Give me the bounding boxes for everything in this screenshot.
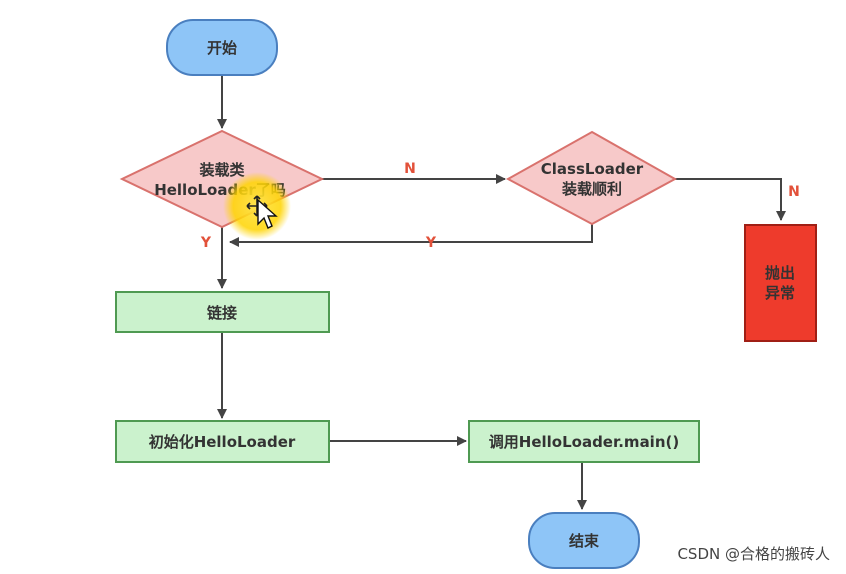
mouse-cursor-icon — [223, 172, 291, 240]
end-node: 结束 — [528, 512, 640, 569]
init-node: 初始化HelloLoader — [115, 420, 330, 463]
edge-classloader-y-back — [229, 224, 593, 247]
edge-label-n-throw: N — [788, 184, 800, 200]
throw-exception-node: 抛出 异常 — [744, 224, 817, 342]
link-node: 链接 — [115, 291, 330, 333]
decision-classloader-label-line1: ClassLoader — [541, 160, 644, 178]
throw-label-line2: 异常 — [765, 284, 795, 302]
decision-loaded-node: 装载类 HelloLoader了吗 — [119, 129, 325, 229]
watermark: CSDN @合格的搬砖人 — [677, 545, 830, 563]
decision-classloader-node: ClassLoader 装载顺利 — [505, 130, 678, 226]
edge-label-y-loaded: Y — [200, 235, 212, 251]
init-label: 初始化HelloLoader — [149, 433, 296, 451]
decision-loaded-label-line1: 装载类 — [198, 161, 245, 179]
throw-label-line1: 抛出 — [765, 264, 795, 282]
call-main-node: 调用HelloLoader.main() — [468, 420, 700, 463]
call-main-label: 调用HelloLoader.main() — [489, 433, 679, 451]
edge-label-y-classloader: Y — [425, 235, 437, 251]
edges — [217, 75, 786, 510]
start-label: 开始 — [207, 39, 237, 57]
link-label: 链接 — [207, 304, 237, 322]
start-node: 开始 — [166, 19, 278, 76]
decision-classloader-label-line2: 装载顺利 — [561, 180, 622, 198]
edge-label-n-classloader: N — [404, 161, 416, 177]
edge-classloader-to-throw — [675, 178, 786, 221]
end-label: 结束 — [569, 532, 600, 550]
